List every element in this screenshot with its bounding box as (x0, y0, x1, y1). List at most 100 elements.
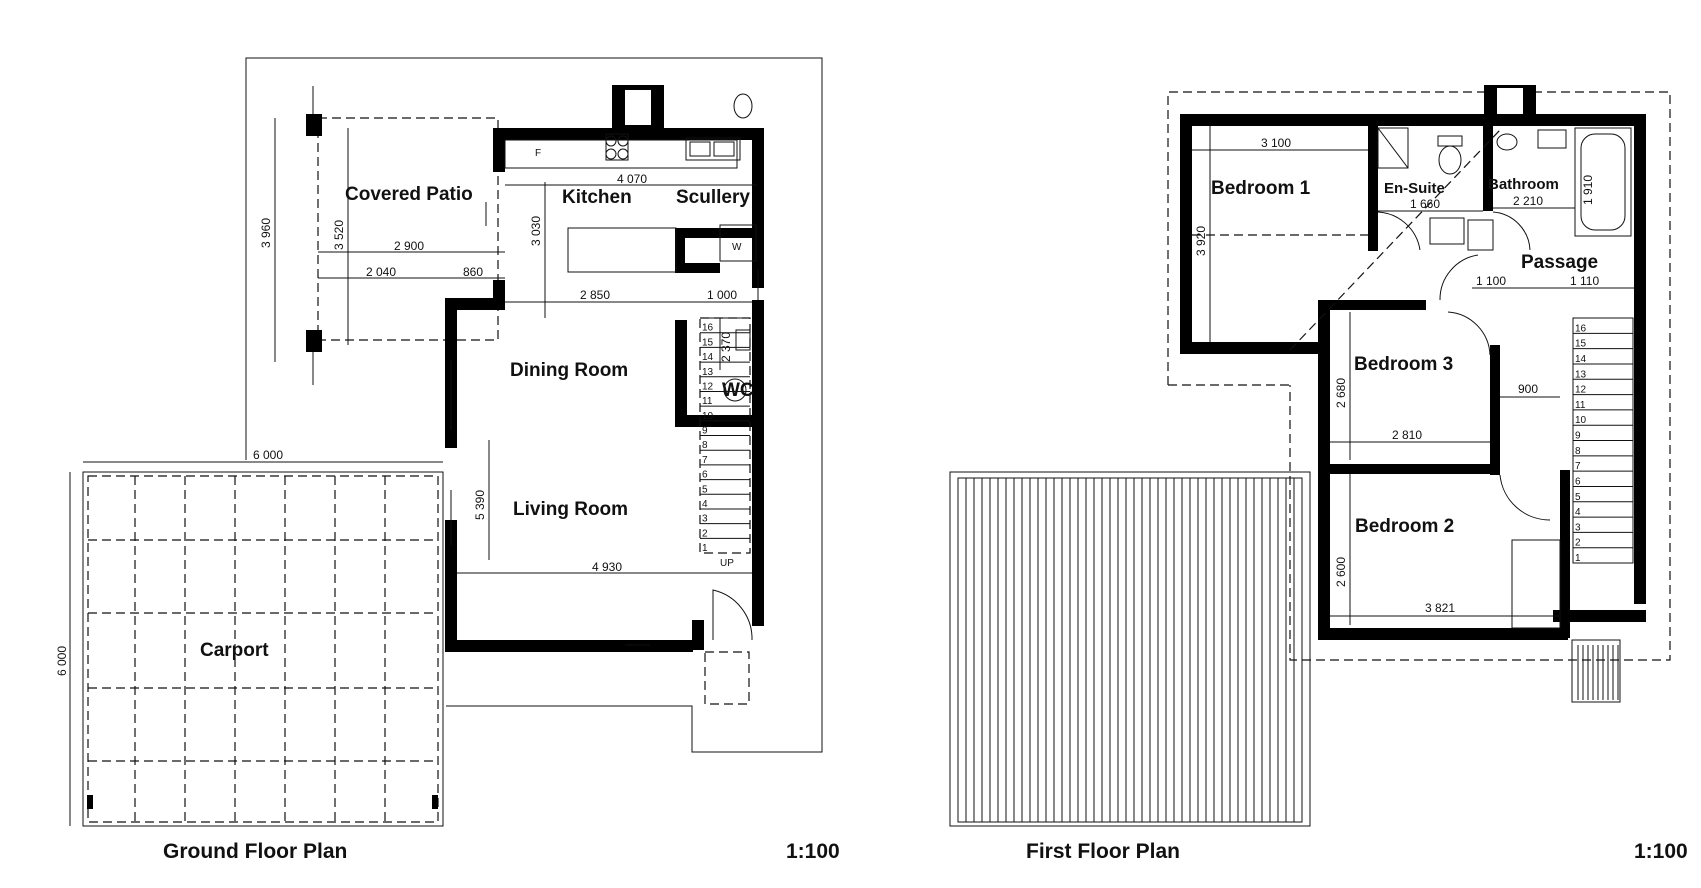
ensuite-label: En-Suite (1384, 180, 1445, 197)
stair-number: 4 (702, 499, 708, 510)
stair-number: 9 (1575, 431, 1581, 442)
bedroom-3-label: Bedroom 3 (1354, 354, 1453, 375)
ground-floor-walls (445, 85, 764, 652)
ensuite: En-Suite 1 660 (1377, 127, 1483, 251)
dim-3100: 3 100 (1261, 136, 1291, 150)
stair-number: 1 (702, 543, 708, 554)
stair-number: 6 (1575, 476, 1581, 487)
bathroom-label: Bathroom (1488, 176, 1559, 193)
bedroom-1: 3 100 3 920 Bedroom 1 (1192, 126, 1368, 342)
dim-3520: 3 520 (332, 220, 346, 250)
dim-2040: 2 040 (366, 265, 396, 279)
kitchen: F W Kitchen Scullery (504, 93, 757, 273)
dim-2600: 2 600 (1334, 557, 1348, 587)
stair-number: 3 (1575, 522, 1581, 533)
dim-3030: 3 030 (529, 216, 543, 246)
stair-number: 15 (702, 337, 714, 348)
dining-living: Dining Room Living Room (457, 360, 753, 705)
stair-number: 7 (702, 455, 708, 466)
stair-number: 12 (702, 381, 714, 392)
stair-number: 8 (1575, 446, 1581, 457)
dim-2850: 2 850 (580, 288, 610, 302)
dim-3920: 3 920 (1194, 226, 1208, 256)
stair-number: 7 (1575, 461, 1581, 472)
ground-stairs: 16 15 14 13 12 11 10 9 8 7 6 5 4 3 2 1 UP (699, 317, 751, 569)
stair-number: 5 (702, 484, 708, 495)
stair-number: 12 (1575, 385, 1587, 396)
dim-860: 860 (463, 265, 483, 279)
dim-1660: 1 660 (1410, 197, 1440, 211)
scullery-label: Scullery (676, 187, 750, 208)
stair-number: 10 (1575, 415, 1587, 426)
dim-1100: 1 100 (1476, 274, 1506, 288)
first-floor-plan: 3 100 3 920 Bedroom 1 En-Suite 1 660 Bat… (949, 85, 1688, 863)
stair-number: 13 (1575, 369, 1587, 380)
stair-number: 6 (702, 470, 708, 481)
carport: Carport (82, 471, 444, 827)
stair-number: 8 (702, 440, 708, 451)
bedroom-3: Bedroom 3 2 680 900 2 810 (1330, 312, 1560, 460)
dim-3960: 3 960 (259, 218, 273, 248)
dim-1110: 1 110 (1570, 274, 1599, 288)
passage: Passage 1 100 1 110 (1289, 129, 1634, 521)
dim-2900: 2 900 (394, 239, 424, 253)
ground-floor-scale: 1:100 (786, 840, 840, 863)
bathroom: Bathroom 2 210 1 910 (1488, 127, 1632, 251)
dim-3821: 3 821 (1425, 601, 1455, 615)
stair-number: 15 (1575, 339, 1587, 350)
carport-roof (949, 471, 1311, 827)
stair-number: 10 (702, 411, 714, 422)
stair-number: 16 (1575, 323, 1587, 334)
dim-4930: 4 930 (592, 560, 622, 574)
kitchen-label: Kitchen (562, 187, 632, 208)
stair-number: 4 (1575, 507, 1581, 518)
ground-floor-plan: Carport Covered Patio (55, 57, 840, 863)
stair-number: 5 (1575, 492, 1581, 503)
carport-label: Carport (200, 640, 269, 661)
covered-patio: Covered Patio (306, 86, 499, 385)
stair-number: 1 (1575, 553, 1581, 564)
dim-5390: 5 390 (473, 490, 487, 520)
stair-number: 9 (702, 426, 708, 437)
wc-label: WC (722, 380, 754, 401)
dim-4070: 4 070 (617, 172, 647, 186)
stair-number: 2 (1575, 538, 1581, 549)
dim-2810: 2 810 (1392, 428, 1422, 442)
roof-outline (1167, 91, 1671, 661)
stair-number: 16 (702, 323, 714, 334)
bedroom-1-label: Bedroom 1 (1211, 178, 1311, 199)
dim-1910: 1 910 (1581, 175, 1595, 205)
dim-2370: 2 370 (719, 332, 733, 362)
dim-2210: 2 210 (1513, 194, 1543, 208)
passage-label: Passage (1521, 252, 1598, 273)
bedroom-2-label: Bedroom 2 (1355, 516, 1454, 537)
dining-room-label: Dining Room (510, 360, 628, 381)
first-floor-title: First Floor Plan (1026, 840, 1180, 863)
site-boundary (245, 57, 823, 753)
living-room-label: Living Room (513, 499, 628, 520)
ground-floor-title: Ground Floor Plan (163, 840, 347, 863)
stair-number: 11 (1575, 400, 1586, 411)
ground-dimensions: 3 960 3 520 4 070 3 030 2 900 2 040 860 … (55, 118, 757, 826)
dim-6000-horizontal: 6 000 (253, 448, 283, 462)
first-floor-walls (1180, 85, 1646, 640)
stair-number: 3 (702, 514, 708, 525)
stair-number: 13 (702, 367, 714, 378)
stair-number: 14 (1575, 354, 1587, 365)
up-label: UP (720, 558, 734, 569)
washer-label: W (732, 242, 742, 253)
first-floor-scale: 1:100 (1634, 840, 1688, 863)
wc: WC (722, 329, 754, 402)
stair-number: 2 (702, 528, 708, 539)
bedroom-2: Bedroom 2 2 600 3 821 (1330, 474, 1561, 629)
stair-number: 14 (702, 352, 714, 363)
dim-6000-vertical: 6 000 (55, 646, 69, 676)
dim-1000: 1 000 (707, 288, 737, 302)
stair-number: 11 (702, 396, 713, 407)
dim-2680: 2 680 (1334, 378, 1348, 408)
dim-900: 900 (1518, 382, 1538, 396)
fridge-label: F (535, 148, 541, 159)
first-stairs: 16 15 14 13 12 11 10 9 8 7 6 5 4 3 2 1 (1571, 317, 1634, 703)
covered-patio-label: Covered Patio (345, 184, 473, 205)
